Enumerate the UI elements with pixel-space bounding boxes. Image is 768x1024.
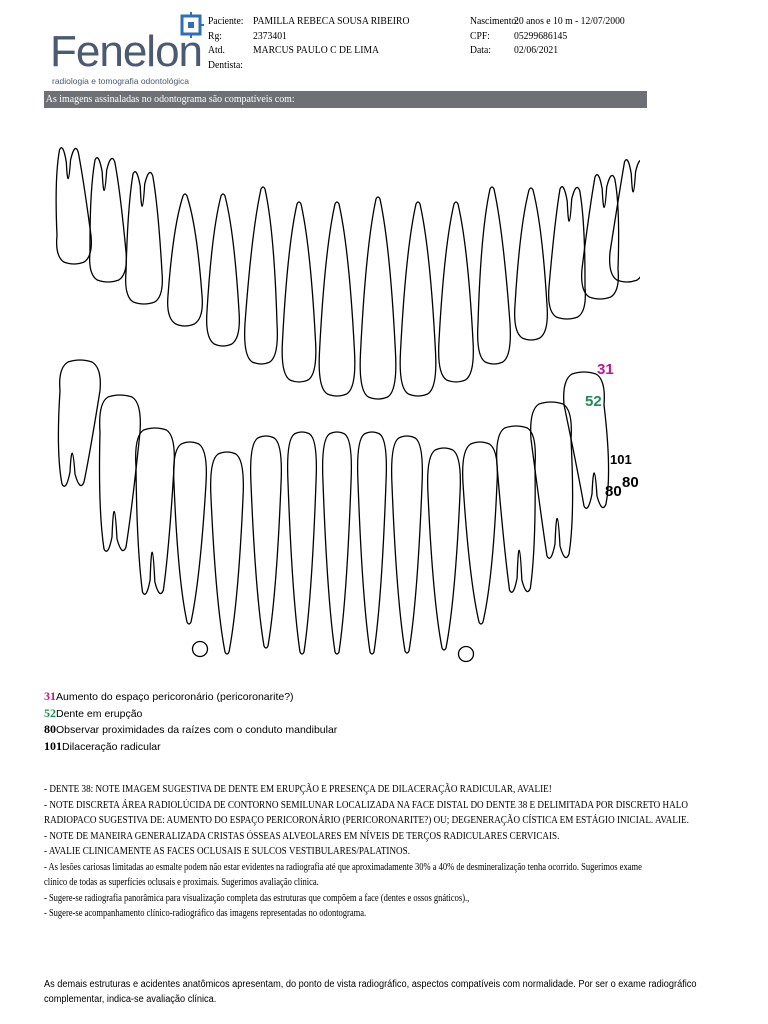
tooth-outline (463, 442, 498, 624)
findings: - DENTE 38: NOTE IMAGEM SUGESTIVA DE DEN… (44, 782, 764, 922)
tooth-outline (515, 188, 548, 340)
lower-right-dot (459, 647, 474, 662)
tooth-outline (428, 448, 461, 650)
finding-line: - NOTE DISCRETA ÁREA RADIOLÚCIDA DE CONT… (44, 798, 642, 814)
finding-line: RADIOPACO SUGESTIVA DE: AUMENTO DO ESPAÇ… (44, 813, 642, 829)
tooth-outline (400, 202, 436, 396)
finding-line: - AVALIE CLINICAMENTE AS FACES OCLUSAIS … (44, 844, 642, 860)
upper-arch (56, 148, 640, 399)
legend-item-31: 31Aumento do espaço pericoronário (peric… (44, 689, 337, 706)
patient-label: Paciente: (208, 14, 243, 29)
note-line: - Sugere-se acompanhamento clínico-radio… (44, 906, 656, 922)
tooth-outline (100, 395, 141, 551)
patient-labels: Paciente: Rg: Atd. Dentista: (208, 14, 243, 72)
marker-52: 52 (585, 393, 602, 410)
finding-line: - DENTE 38: NOTE IMAGEM SUGESTIVA DE DEN… (44, 782, 642, 798)
tooth-outline (58, 360, 100, 486)
legend-item-52: 52Dente em erupção (44, 706, 337, 723)
fenelon-logo: Fenelon radiologia e tomografia odontoló… (50, 26, 200, 96)
exam-values: 20 anos e 10 m - 12/07/2000 05299686145 … (514, 14, 625, 58)
dentist-name: MARCUS PAULO C DE LIMA (253, 43, 409, 58)
marker-80-left: 80 (605, 483, 622, 500)
footer-line: complementar, indica-se avaliação clínic… (44, 992, 596, 1007)
legend-text: Dente em erupção (56, 708, 142, 720)
tooth-outline (319, 202, 355, 396)
tooth-outline (478, 187, 511, 364)
lower-arch (58, 360, 608, 654)
lower-left-dot (193, 642, 208, 657)
tooth-outline (582, 175, 619, 299)
atd-value: 2373401 (253, 29, 409, 44)
tooth-outline (168, 194, 203, 326)
section-banner: As imagens assinaladas no odontograma sã… (44, 91, 647, 108)
tooth-outline (56, 148, 91, 264)
patient-values: PAMILLA REBECA SOUSA RIBEIRO 2373401 MAR… (253, 14, 409, 58)
tooth-outline (323, 432, 352, 654)
birth-value: 20 anos e 10 m - 12/07/2000 (514, 14, 625, 29)
legend-code: 80 (44, 722, 56, 736)
tooth-outline (207, 194, 240, 346)
legend-code: 31 (44, 689, 56, 703)
tooth-outline (211, 452, 244, 654)
date-label: Data: (470, 43, 519, 58)
tooth-outline (126, 172, 163, 304)
logo-tagline: radiologia e tomografia odontológica (52, 76, 189, 86)
tooth-outline (358, 432, 387, 654)
tooth-outline (90, 158, 127, 282)
legend-code: 101 (44, 739, 62, 753)
patient-name: PAMILLA REBECA SOUSA RIBEIRO (253, 14, 409, 29)
tooth-outline (174, 442, 207, 624)
legend-text: Observar proximidades da raízes com o co… (56, 724, 337, 736)
tooth-outline (245, 187, 278, 364)
legend-text: Dilaceração radicular (62, 741, 161, 753)
legend: 31Aumento do espaço pericoronário (peric… (44, 689, 337, 755)
tooth-outline (136, 428, 175, 594)
banner-text: As imagens assinaladas no odontograma sã… (44, 91, 587, 108)
tooth-outline (282, 202, 316, 382)
legend-item-101: 101Dilaceração radicular (44, 739, 337, 756)
marker-101: 101 (610, 452, 632, 467)
date-value: 02/06/2021 (514, 43, 625, 58)
birth-label: Nascimento: (470, 14, 519, 29)
exam-labels: Nascimento: CPF: Data: (470, 14, 519, 58)
atd-label: Atd. (208, 43, 243, 58)
tooth-outline (439, 202, 474, 382)
footer-text: As demais estruturas e acidentes anatômi… (44, 977, 644, 1007)
tooth-outline (497, 426, 536, 592)
tooth-outline (392, 436, 423, 653)
dentist-label: Dentista: (208, 58, 243, 73)
logo-square-icon (178, 12, 206, 40)
footer-line: As demais estruturas e acidentes anatômi… (44, 977, 596, 992)
note-line: - As lesões cariosas limitadas ao esmalt… (44, 860, 656, 876)
marker-80-right: 80 (622, 474, 639, 491)
tooth-outline (360, 197, 396, 399)
rg-label: Rg: (208, 29, 243, 44)
note-line: clínico de todas as superfícies oclusais… (44, 875, 656, 891)
note-line: - Sugere-se radiografia panorâmica para … (44, 891, 656, 907)
tooth-outline (288, 432, 317, 654)
marker-31: 31 (597, 361, 614, 378)
tooth-outline (549, 187, 586, 319)
finding-line: - NOTE DE MANEIRA GENERALIZADA CRISTAS Ó… (44, 829, 642, 845)
legend-item-80: 80Observar proximidades da raízes com o … (44, 722, 337, 739)
odontogram: 31 52 101 80 80 (40, 112, 640, 672)
cpf-label: CPF: (470, 29, 519, 44)
legend-text: Aumento do espaço pericoronário (pericor… (56, 691, 294, 703)
legend-code: 52 (44, 706, 56, 720)
tooth-outline (531, 402, 573, 558)
cpf-value: 05299686145 (514, 29, 625, 44)
tooth-outline (251, 436, 282, 648)
